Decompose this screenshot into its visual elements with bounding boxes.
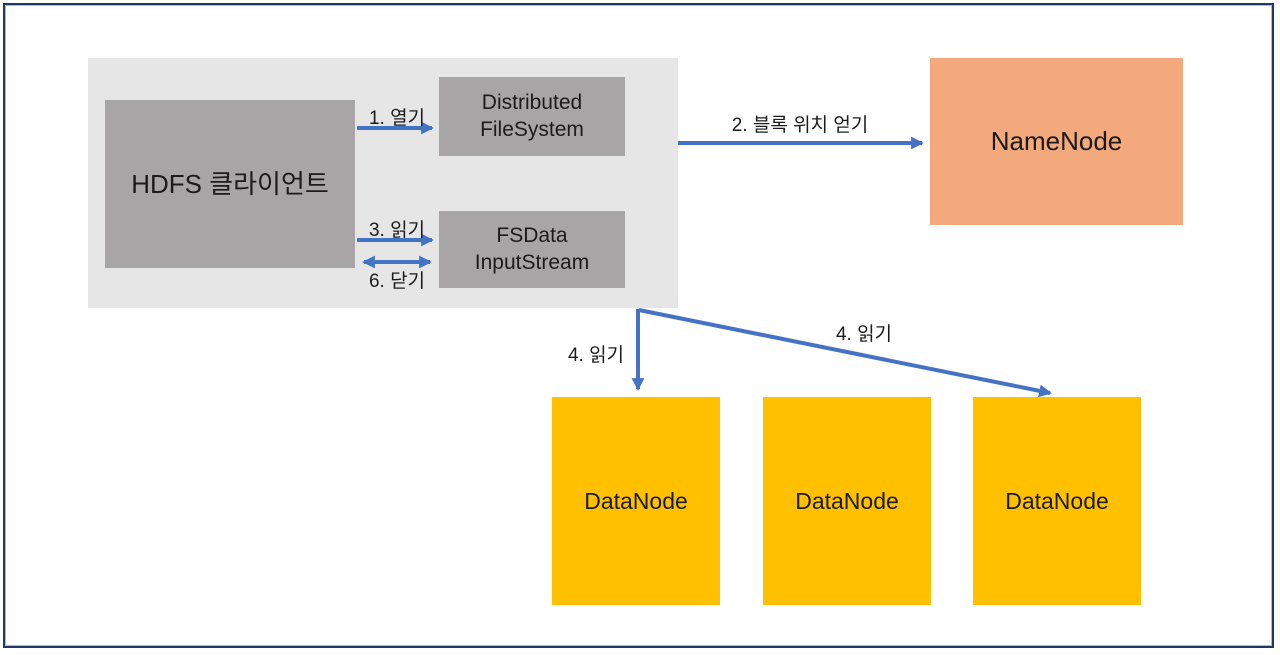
edge-label-close: 6. 닫기	[368, 271, 426, 292]
hdfs-client-label: HDFS 클라이언트	[131, 168, 329, 199]
namenode-node: NameNode	[930, 58, 1183, 225]
distributed-filesystem-label: Distributed FileSystem	[480, 91, 584, 141]
fsdata-inputstream-node: FSData InputStream	[439, 211, 625, 288]
datanode-node-3: DataNode	[973, 397, 1141, 605]
fsdata-inputstream-label: FSData InputStream	[474, 224, 590, 274]
namenode-label: NameNode	[990, 126, 1123, 157]
edge-label-get-block-locations: 2. 블록 위치 얻기	[731, 115, 869, 136]
distributed-filesystem-node: Distributed FileSystem	[439, 77, 625, 156]
datanode-node-2: DataNode	[763, 397, 931, 605]
datanode-label: DataNode	[584, 487, 688, 514]
edge-label-read-datanode-right: 4. 읽기	[835, 324, 893, 345]
datanode-label: DataNode	[795, 487, 899, 514]
datanode-label: DataNode	[1005, 487, 1109, 514]
hdfs-client-node: HDFS 클라이언트	[105, 100, 355, 268]
edge-label-read: 3. 읽기	[368, 220, 426, 241]
datanode-node-1: DataNode	[552, 397, 720, 605]
edge-label-read-datanode-left: 4. 읽기	[567, 345, 625, 366]
edge-label-open: 1. 열기	[368, 108, 426, 129]
